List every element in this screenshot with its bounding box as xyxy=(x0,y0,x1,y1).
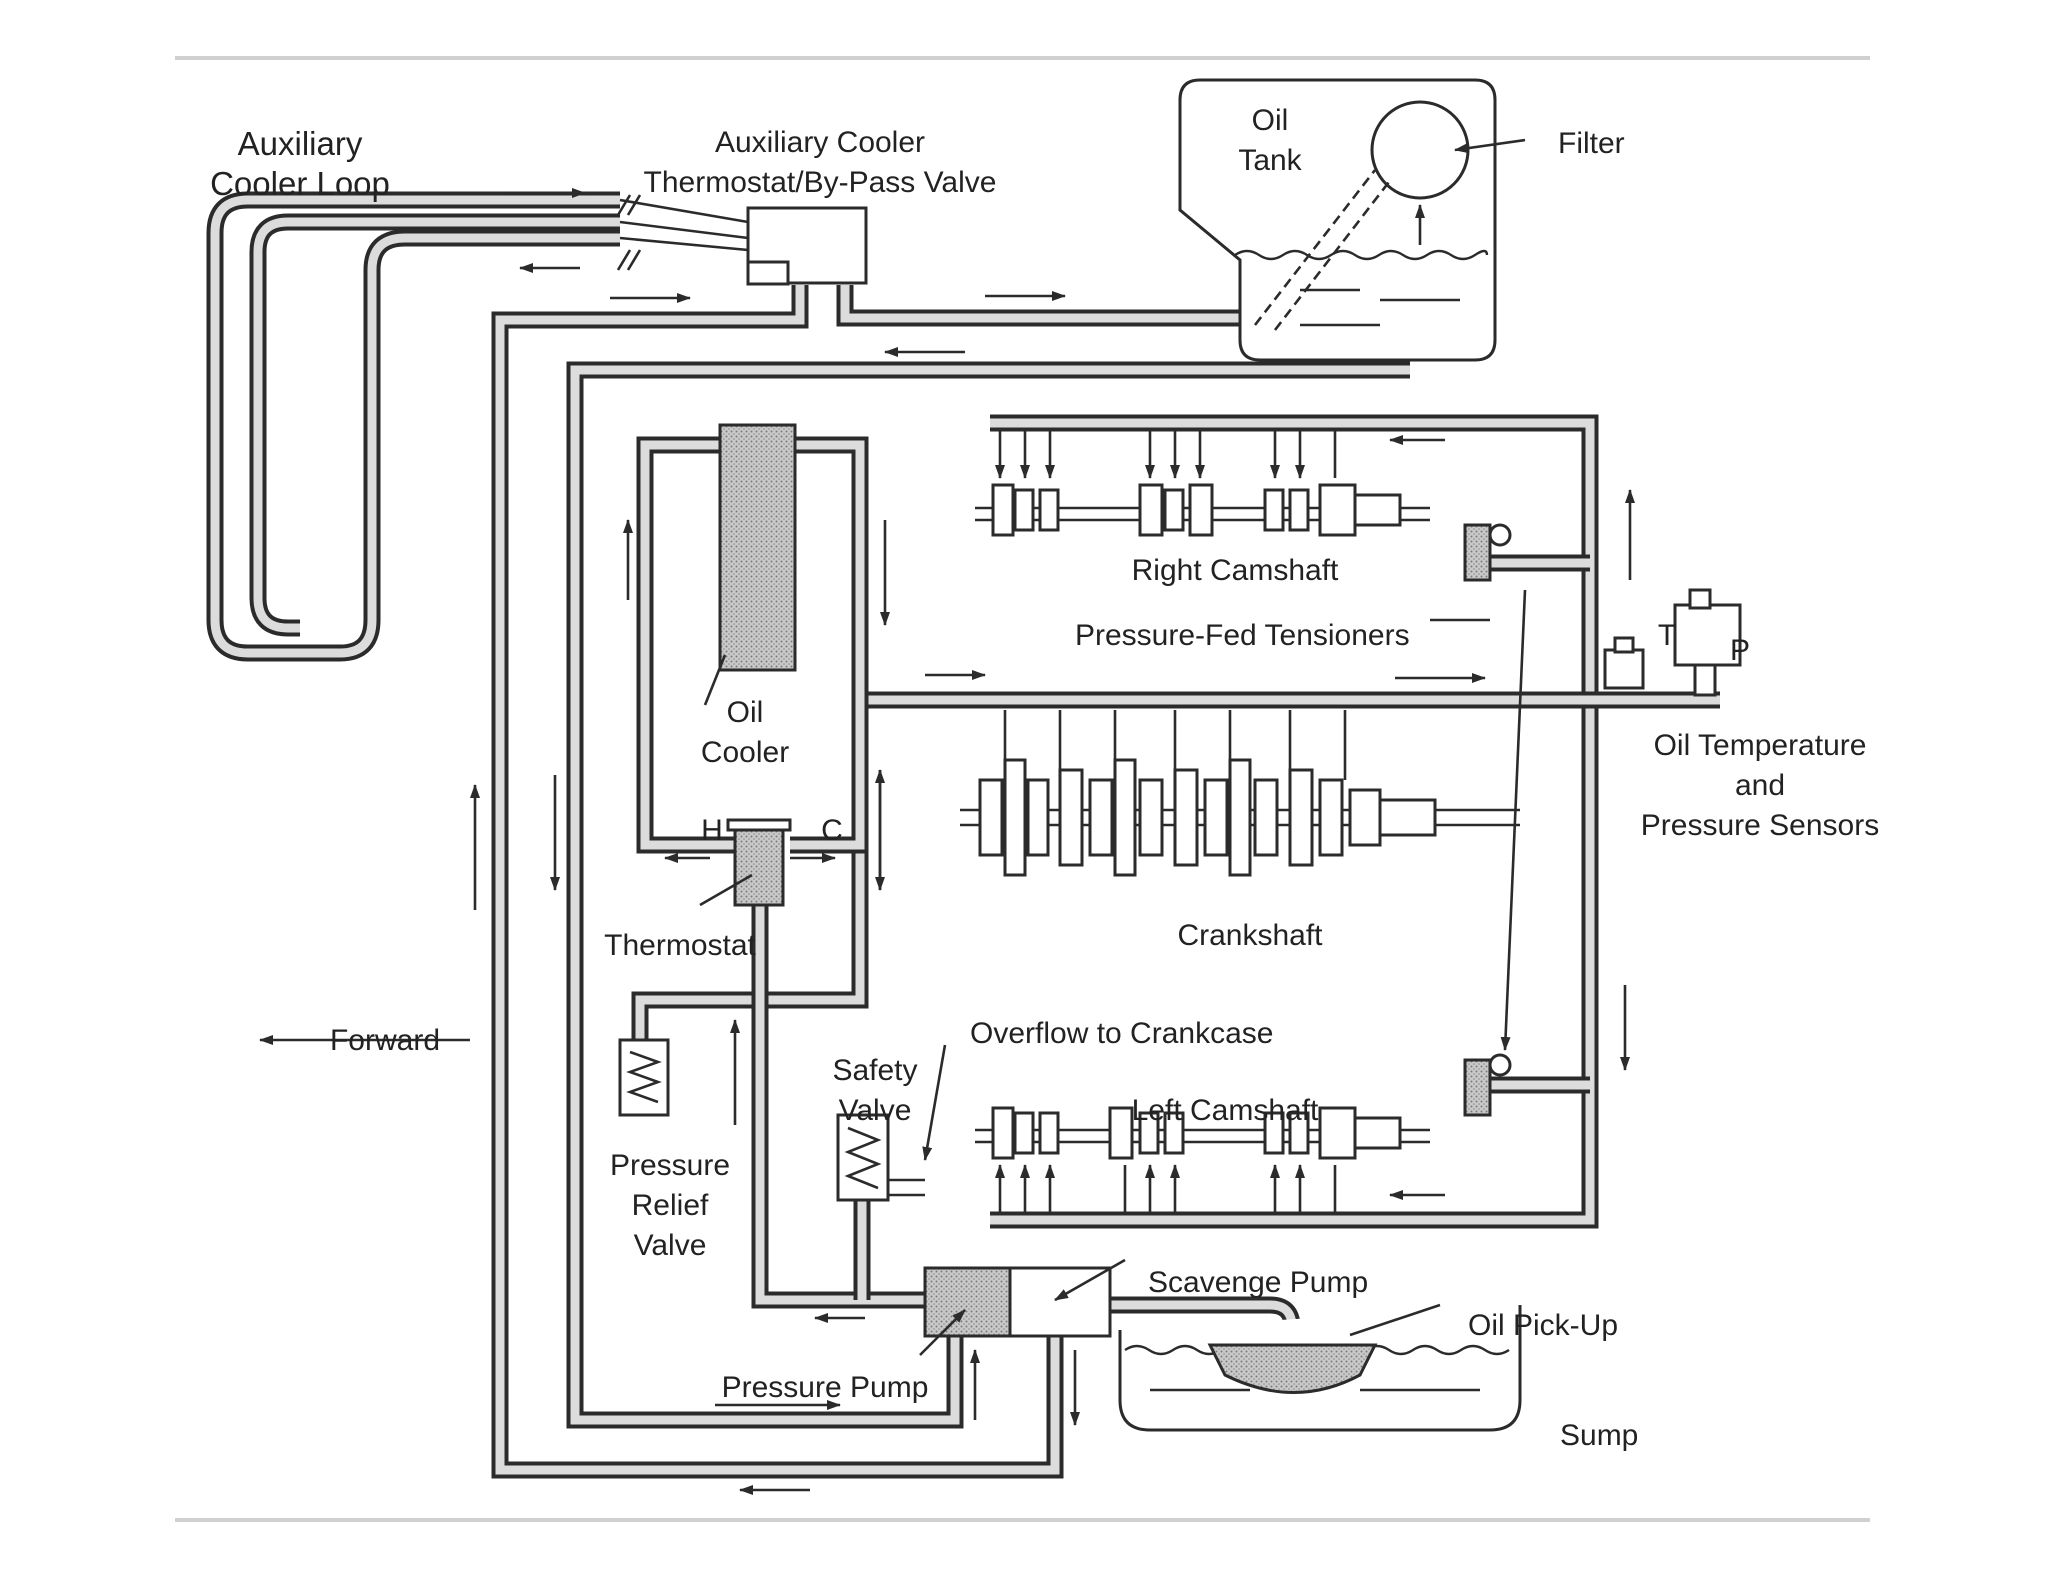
tensioners-label: Pressure-Fed Tensioners xyxy=(1075,619,1410,652)
pipe-network xyxy=(206,191,1720,1479)
pressure-relief-valve xyxy=(618,1038,670,1117)
sensor-t-label: T xyxy=(1658,619,1676,652)
safety-valve-label-1: Safety xyxy=(832,1054,917,1087)
aux-loop-label-1: Auxiliary xyxy=(238,125,363,162)
sump-label: Sump xyxy=(1560,1419,1638,1452)
sensors-label-1: Oil Temperature xyxy=(1654,729,1867,762)
sensors-label-3: Pressure Sensors xyxy=(1641,809,1879,842)
scavenge-pump-label: Scavenge Pump xyxy=(1148,1266,1368,1299)
relief-valve-label-1: Pressure xyxy=(610,1149,730,1182)
filter-label: Filter xyxy=(1558,127,1625,160)
pickup-label: Oil Pick-Up xyxy=(1468,1309,1618,1342)
temperature-sensor xyxy=(1603,648,1645,690)
relief-valve-label-3: Valve xyxy=(634,1229,707,1262)
safety-valve xyxy=(836,1044,947,1202)
oil-cooler-label-1: Oil xyxy=(727,696,764,729)
forward-label: Forward xyxy=(330,1024,440,1057)
left-camshaft-label: Left Camshaft xyxy=(1132,1094,1319,1127)
oil-cooler xyxy=(703,423,797,706)
oil-cooler-label-2: Cooler xyxy=(701,736,789,769)
sensor-p-label: P xyxy=(1730,634,1750,667)
aux-valve-label-1: Auxiliary Cooler xyxy=(715,126,925,159)
aux-valve-label-2: Thermostat/By-Pass Valve xyxy=(644,166,997,199)
safety-valve-label-2: Valve xyxy=(839,1094,912,1127)
thermostat-valve xyxy=(699,818,792,907)
right-camshaft-label: Right Camshaft xyxy=(1132,554,1339,587)
pump-assembly xyxy=(919,1258,1126,1356)
sensors-label-2: and xyxy=(1735,769,1785,802)
oil-tank xyxy=(1178,78,1526,362)
hot-label: H xyxy=(701,814,723,847)
thermostat-label: Thermostat xyxy=(604,929,756,962)
sensors xyxy=(1603,588,1742,697)
oil-tank-label-2: Tank xyxy=(1238,144,1302,177)
oil-tank-label-1: Oil xyxy=(1252,104,1289,137)
relief-valve-label-2: Relief xyxy=(632,1189,709,1222)
tensioners xyxy=(1430,523,1527,1117)
overflow-label: Overflow to Crankcase xyxy=(970,1017,1273,1050)
pressure-pump-body xyxy=(923,1266,1012,1338)
right-camshaft xyxy=(975,430,1430,537)
pressure-pump-label: Pressure Pump xyxy=(722,1371,929,1404)
sump xyxy=(1118,1303,1522,1432)
aux-bypass-valve xyxy=(616,194,868,286)
crankshaft xyxy=(960,710,1520,877)
flow-arrows xyxy=(259,188,1635,1495)
left-camshaft xyxy=(975,1106,1430,1215)
oil-pickup xyxy=(1207,1343,1378,1394)
crankshaft-label: Crankshaft xyxy=(1177,919,1323,952)
cold-label: C xyxy=(821,814,843,847)
aux-loop-label-2: Cooler Loop xyxy=(210,165,390,202)
